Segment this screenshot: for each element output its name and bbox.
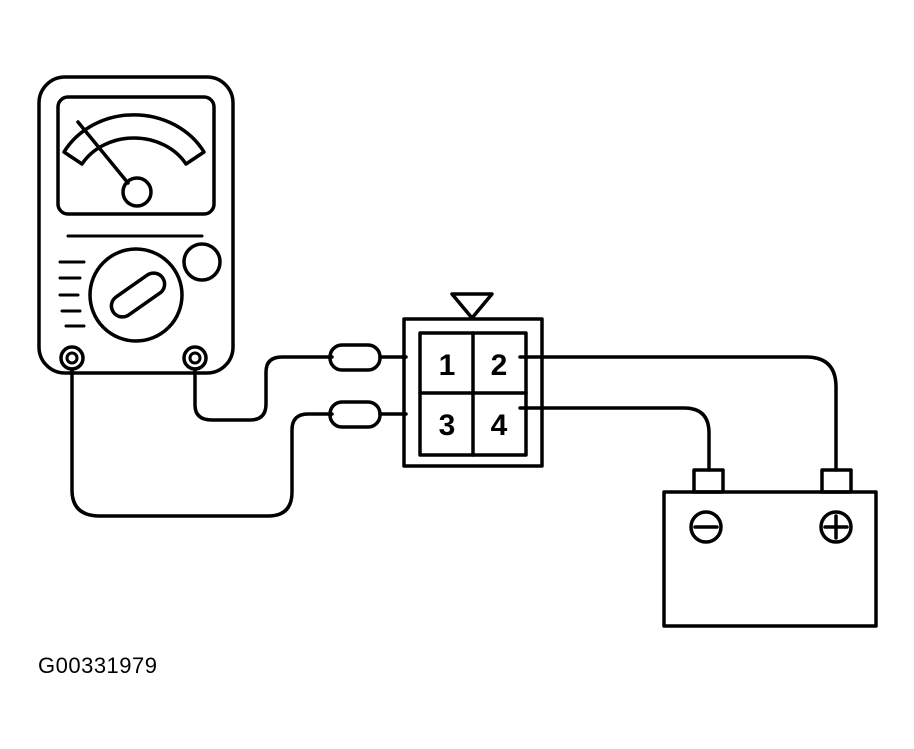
- jumper-pin-2-to-positive: [518, 355, 838, 472]
- pin-label-4: 4: [491, 409, 508, 442]
- selector-dial[interactable]: [88, 247, 184, 343]
- battery-terminal-positive[interactable]: [820, 468, 853, 494]
- probe-jack-right[interactable]: [182, 345, 208, 371]
- test-lead-to-pin-3: [70, 367, 334, 518]
- connector: 1 2 3 4: [402, 292, 544, 468]
- pin-label-2: 2: [491, 349, 508, 382]
- meter-scale-arc: [62, 113, 206, 166]
- multimeter-display: [56, 95, 216, 216]
- multimeter: [37, 75, 235, 375]
- battery-case: [662, 490, 878, 628]
- connector-key-triangle: [450, 292, 494, 320]
- test-lead-to-pin-1: [193, 355, 334, 422]
- figure-id: G00331979: [38, 653, 158, 678]
- probe-jack-right-inner: [188, 351, 202, 365]
- meter-needle: [76, 120, 130, 185]
- negative-marker-icon: [689, 510, 723, 544]
- selector-pointer: [109, 271, 167, 319]
- probe-upper[interactable]: [328, 343, 408, 372]
- probe-lower[interactable]: [328, 400, 408, 429]
- pin-label-1: 1: [439, 349, 456, 382]
- pin-label-3: 3: [439, 409, 456, 442]
- probe-jack-left[interactable]: [59, 345, 85, 371]
- probe-jack-left-inner: [65, 351, 79, 365]
- battery: [662, 468, 878, 628]
- zero-adjust-knob[interactable]: [182, 242, 222, 282]
- needle-pivot: [121, 176, 153, 208]
- jumper-pin-4-to-negative: [518, 406, 711, 472]
- positive-marker-icon: [819, 510, 853, 544]
- multimeter-body: [37, 75, 235, 375]
- battery-terminal-negative[interactable]: [692, 468, 725, 494]
- connector-housing: [402, 317, 544, 468]
